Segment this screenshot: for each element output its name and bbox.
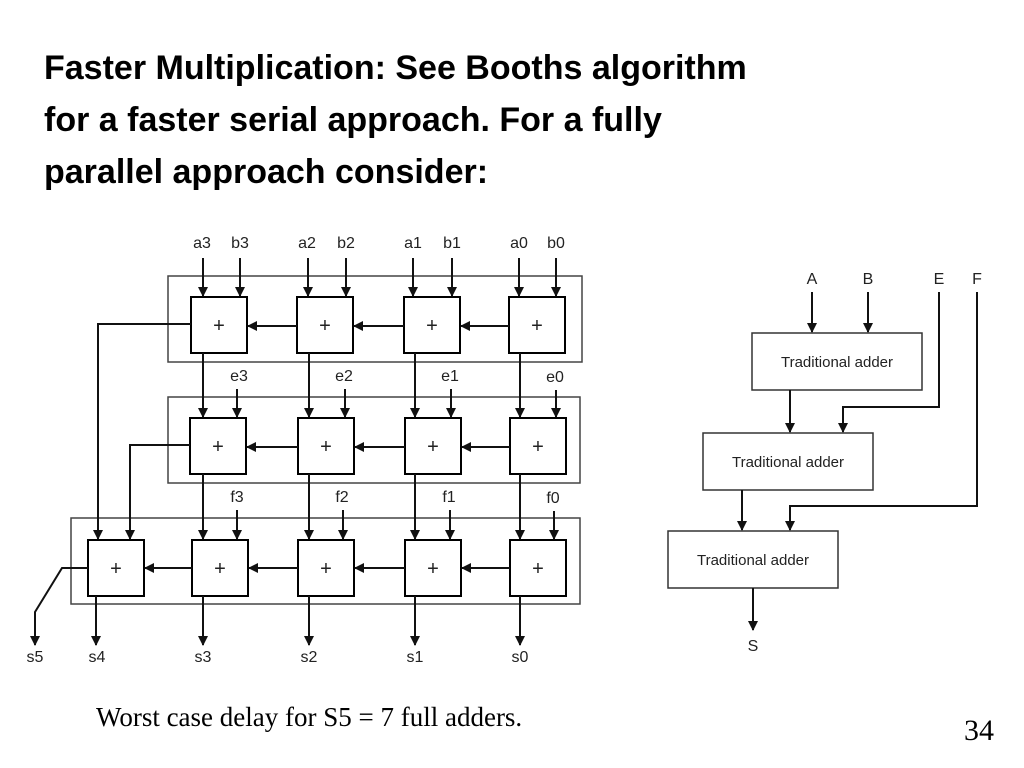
output-label-S: S [748,638,759,655]
input-label-a1: a1 [404,235,422,252]
input-label-E: E [934,271,945,288]
cascade-adder-diagram: A B E F Traditional adder Traditional ad… [667,271,982,655]
title-line-1: Faster Multiplication: See Booths algori… [44,49,747,87]
input-label-f3: f3 [230,489,243,506]
input-label-A: A [807,271,818,288]
adder-symbol: + [532,436,544,458]
adder-symbol: + [531,315,543,337]
adder-box [404,417,462,475]
adder-symbol: + [426,315,438,337]
input-label-B: B [863,271,874,288]
input-label-e2: e2 [335,368,353,385]
row3-input-labels: f3 f2 f1 f0 [230,489,559,507]
adder-box [509,539,567,597]
input-label-b3: b3 [231,235,249,252]
slide-caption: Worst case delay for S5 = 7 full adders. [96,702,523,732]
input-label-a2: a2 [298,235,316,252]
adder-symbol: + [427,436,439,458]
row3-frame [70,517,581,605]
adder-label: Traditional adder [732,454,844,471]
adder-box [509,417,567,475]
input-label-b2: b2 [337,235,355,252]
adder-label: Traditional adder [781,354,893,371]
row1-input-labels: a3 b3 a2 b2 a1 b1 a0 b0 [193,235,565,252]
row1-frame [167,275,583,363]
adder-box [296,296,354,354]
title-line-3: parallel approach consider: [44,153,489,191]
array-wires [30,258,561,646]
input-label-a3: a3 [193,235,211,252]
adder-box [297,417,355,475]
adder-row-3: + + + + + [87,539,567,597]
input-label-f1: f1 [442,489,455,506]
array-adder-diagram: + + + + + + + + + + + + + [27,235,583,666]
adder-symbol: + [427,558,439,580]
adder-symbol: + [532,558,544,580]
input-label-b1: b1 [443,235,461,252]
adder-box [404,539,462,597]
traditional-adder-2 [702,432,874,491]
input-label-f0: f0 [546,490,559,507]
output-label-s2: s2 [301,649,318,666]
adder-symbol: + [212,436,224,458]
traditional-adder-1 [751,332,923,391]
row2-input-labels: e3 e2 e1 e0 [230,368,564,386]
input-label-F: F [972,271,982,288]
adder-symbol: + [320,436,332,458]
output-labels: s5 s4 s3 s2 s1 s0 [27,649,529,666]
input-label-b0: b0 [547,235,565,252]
input-label-e1: e1 [441,368,459,385]
adder-symbol: + [319,315,331,337]
input-label-e0: e0 [546,369,564,386]
page-number: 34 [964,714,994,747]
adder-symbol: + [214,558,226,580]
traditional-adder-3 [667,530,839,589]
output-label-s4: s4 [89,649,106,666]
title-line-2: for a faster serial approach. For a full… [44,101,662,139]
cascade-wires [737,292,978,631]
input-label-f2: f2 [335,489,348,506]
adder-box [297,539,355,597]
slide-title: Faster Multiplication: See Booths algori… [44,42,924,198]
adder-row-1: + + + + [190,296,566,354]
output-label-s1: s1 [407,649,424,666]
adder-symbol: + [213,315,225,337]
adder-symbol: + [320,558,332,580]
adder-symbol: + [110,558,122,580]
adder-label: Traditional adder [697,552,809,569]
input-label-a0: a0 [510,235,528,252]
adder-box [508,296,566,354]
input-label-e3: e3 [230,368,248,385]
output-label-s0: s0 [512,649,529,666]
row2-frame [167,396,581,484]
adder-row-2: + + + + [189,417,567,475]
output-label-s5: s5 [27,649,44,666]
output-label-s3: s3 [195,649,212,666]
